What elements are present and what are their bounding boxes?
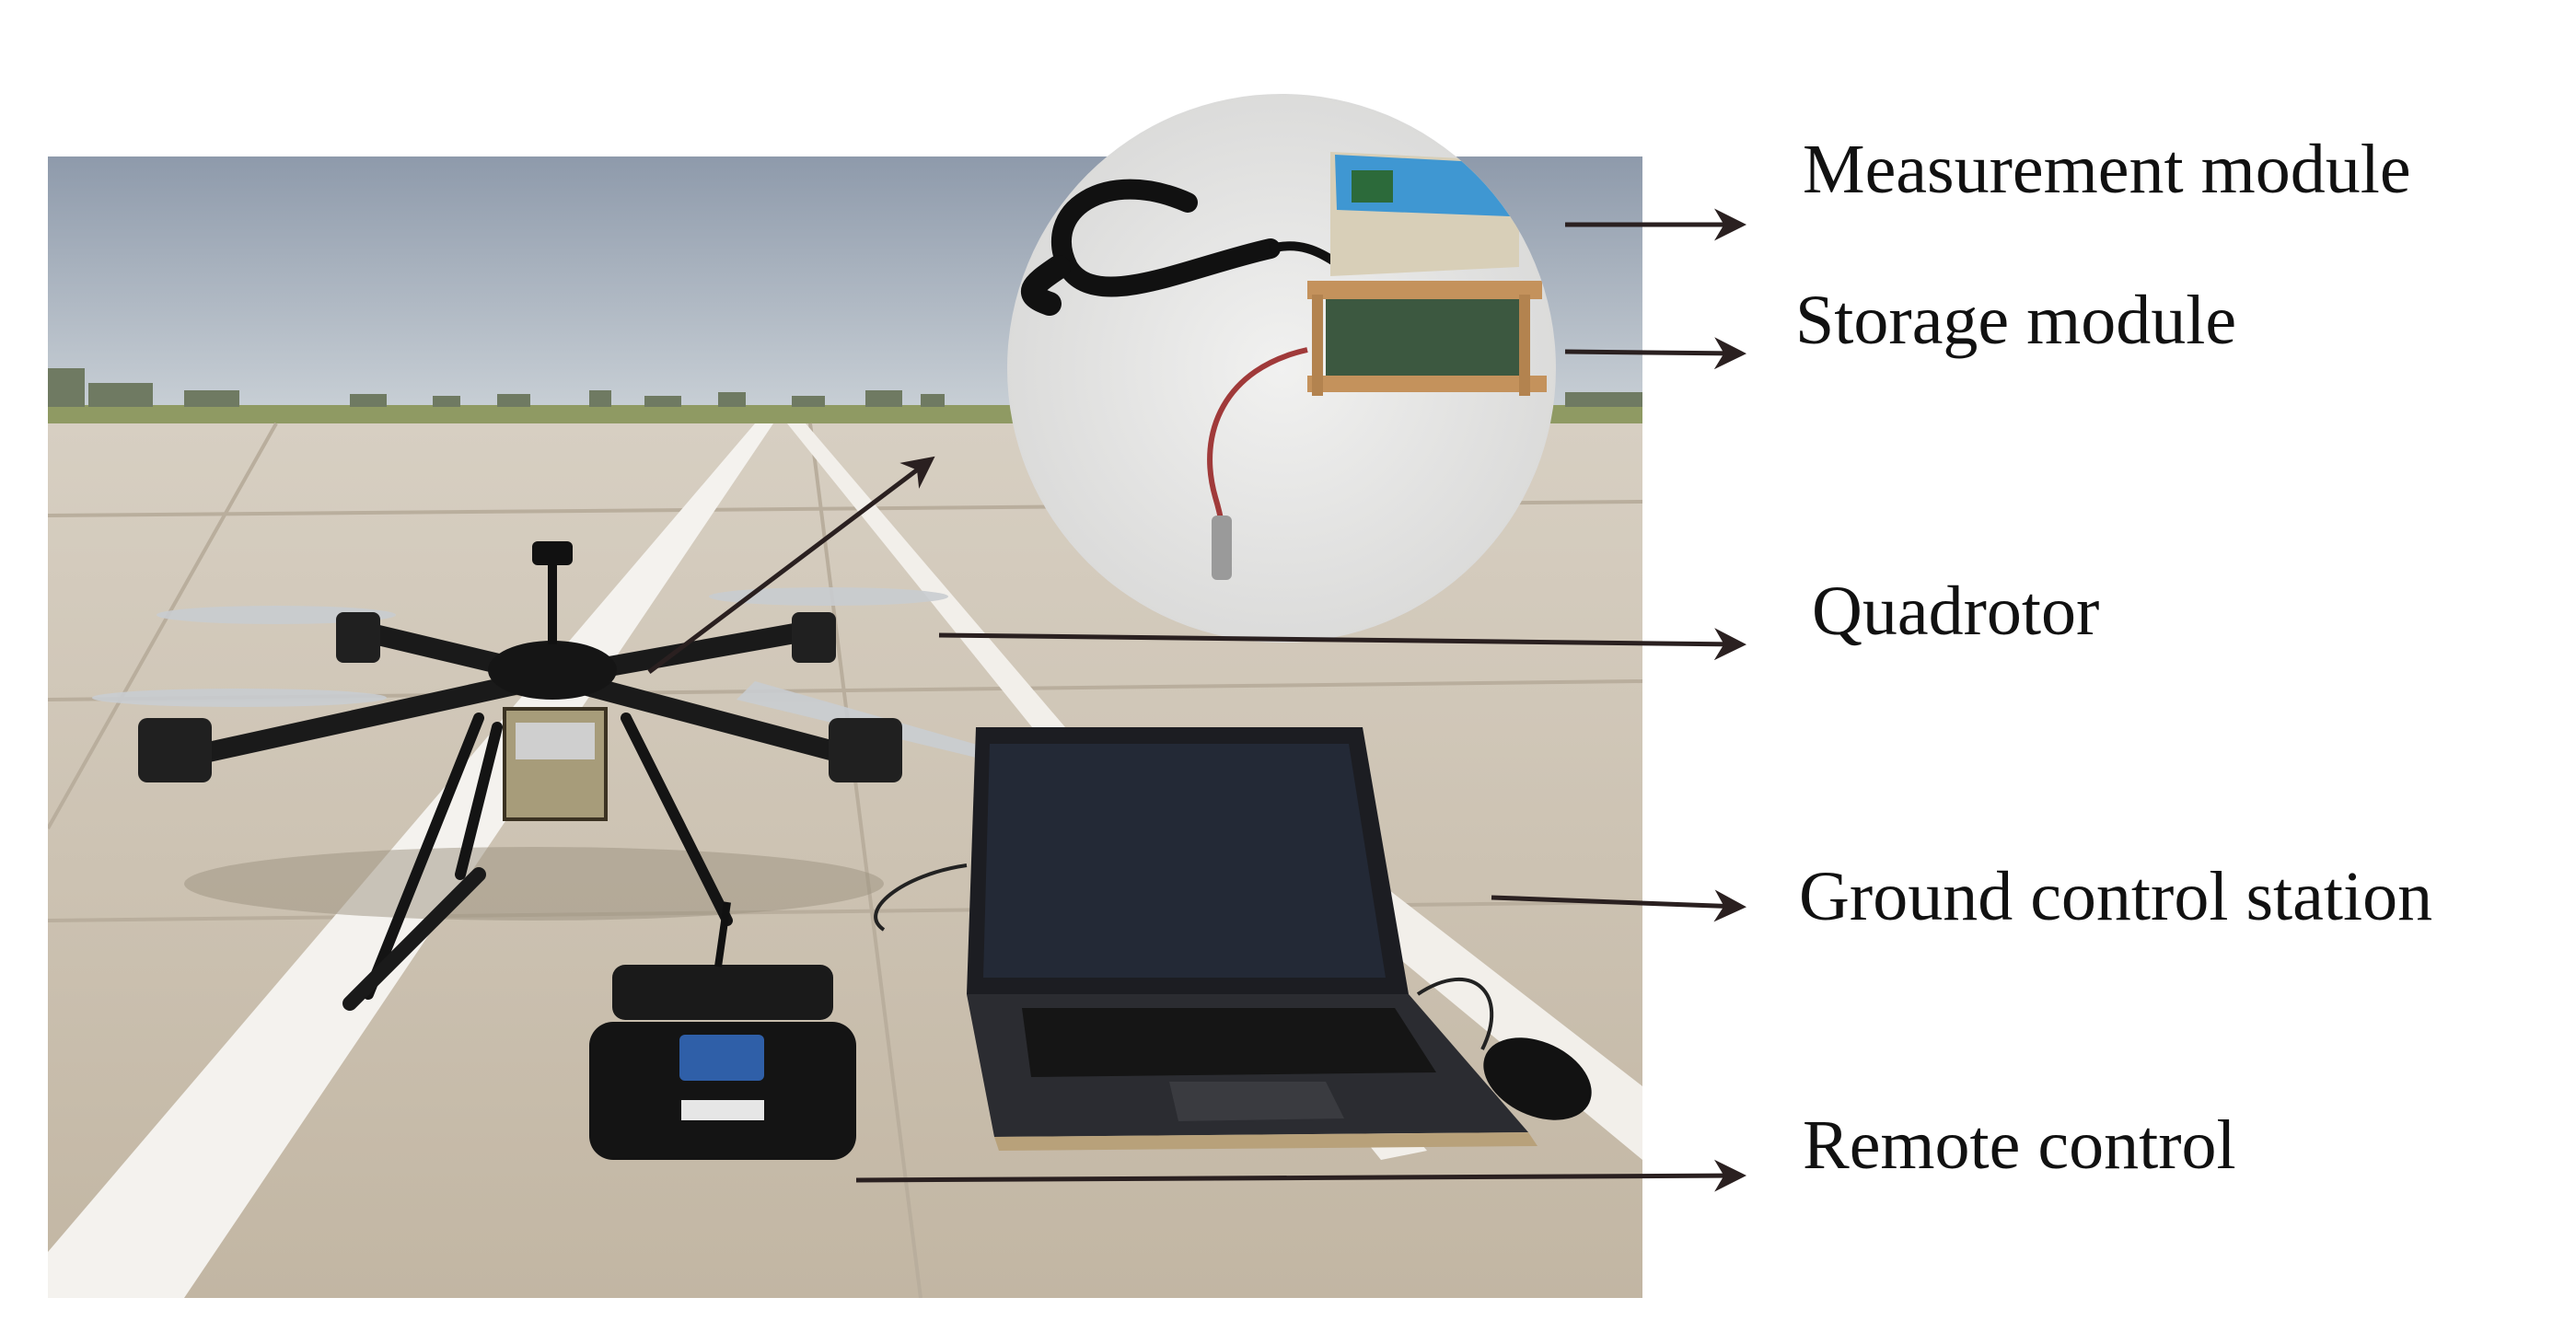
- label-remote-control: Remote control: [1803, 1106, 2236, 1184]
- runway-photo: [48, 156, 1642, 1298]
- module-inset: [1007, 94, 1556, 643]
- laptop: [874, 727, 1592, 1151]
- arrow-storage: [1564, 337, 1746, 370]
- arrow-ground-station: [1491, 889, 1746, 922]
- label-storage-module: Storage module: [1795, 282, 2237, 359]
- label-arrows: [855, 208, 1746, 1192]
- remote-control: [589, 901, 856, 1160]
- pointer-arrow: [647, 456, 935, 674]
- arrow-remote: [855, 1159, 1746, 1192]
- arrow-quadrotor: [938, 628, 1746, 661]
- label-ground-control-station: Ground control station: [1799, 858, 2433, 935]
- label-quadrotor: Quadrotor: [1812, 573, 2100, 650]
- tree-line: [48, 368, 1642, 407]
- label-measurement-module: Measurement module: [1803, 131, 2411, 208]
- drone: [92, 541, 1022, 1011]
